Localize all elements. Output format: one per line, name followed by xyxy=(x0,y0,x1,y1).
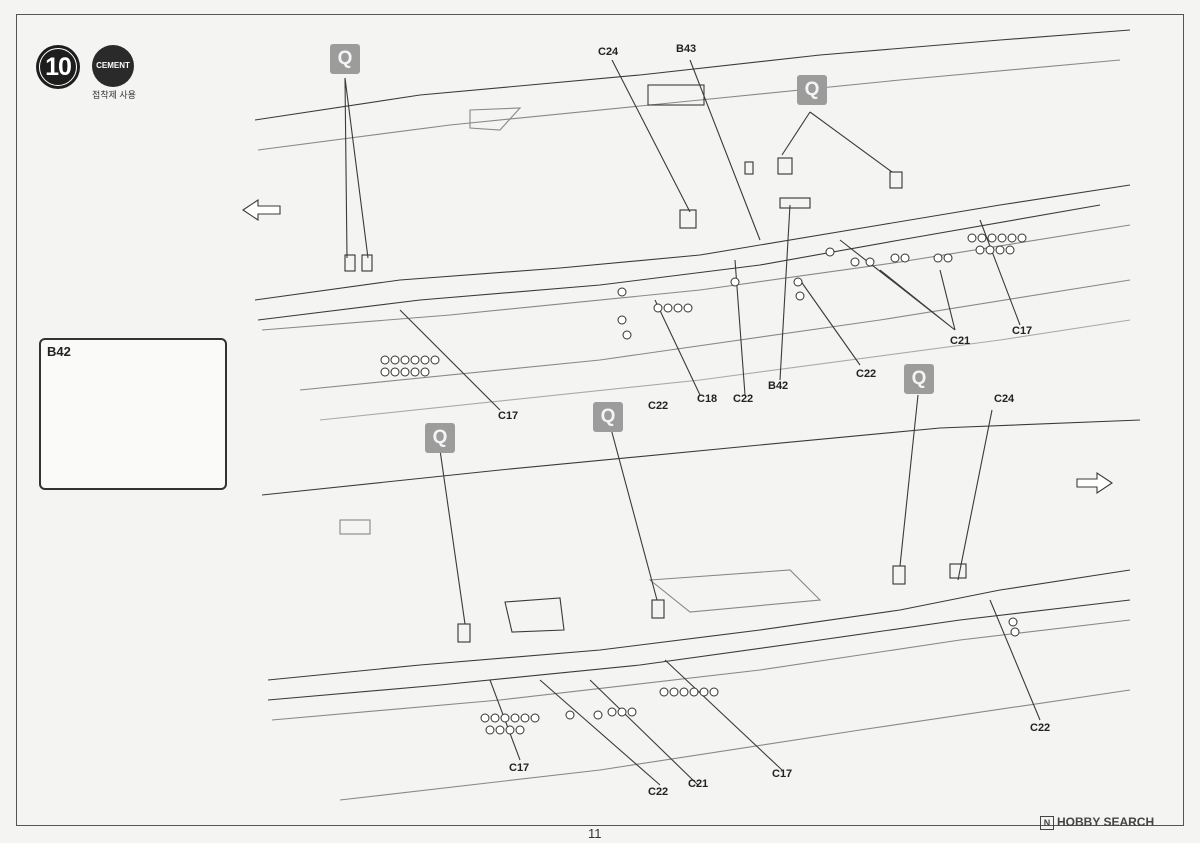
lower-hull-line xyxy=(271,619,1131,721)
part-label: B43 xyxy=(676,43,697,55)
lower-strut-row xyxy=(457,563,967,643)
page-frame xyxy=(16,14,1184,826)
leader-c24 xyxy=(611,59,691,213)
lower-gallery-rail xyxy=(267,599,1131,701)
upper-gallery-edge xyxy=(254,184,1131,301)
q-badge: Q xyxy=(425,423,455,453)
watermark-mark: N xyxy=(1040,816,1054,830)
step-number-badge: 10 xyxy=(36,45,80,89)
upper-hull-lower xyxy=(299,279,1131,391)
watermark-text: HOBBY SEARCH xyxy=(1057,815,1155,829)
arrow-left-icon xyxy=(242,198,281,222)
part-cluster-c21 xyxy=(825,247,953,267)
leader-q-1 xyxy=(344,77,369,259)
part-label: C21 xyxy=(950,335,971,347)
leader-c22-right xyxy=(989,599,1041,721)
leader-c22-bottom xyxy=(539,679,661,786)
deck-block xyxy=(339,519,371,535)
part-cluster-c22 xyxy=(617,277,805,340)
part-label: C17 xyxy=(498,410,519,422)
part-label: B42 xyxy=(768,380,789,392)
part-label: C24 xyxy=(994,393,1015,405)
arrow-right-icon xyxy=(1076,471,1113,495)
leader-q-3 xyxy=(609,424,658,601)
leader-c17-right xyxy=(979,219,1021,326)
leader-q-2 xyxy=(781,111,893,173)
upper-deck-line xyxy=(257,59,1121,151)
deck-frame-lower xyxy=(504,597,565,633)
cement-note: 접착제 사용 xyxy=(92,90,136,100)
leader-q-4 xyxy=(439,449,466,625)
part-label: C22 xyxy=(856,368,877,380)
part-label: C21 xyxy=(688,778,709,790)
part-label: C17 xyxy=(1012,325,1033,337)
q-badge: Q xyxy=(797,75,827,105)
deck-panel xyxy=(469,107,522,131)
part-cluster-c17-upper xyxy=(380,355,440,377)
leader-c21-bottom xyxy=(589,679,699,786)
leader-c24-right xyxy=(957,409,993,581)
part-cluster-c18 xyxy=(653,303,693,313)
leader-b42 xyxy=(779,204,791,381)
leader-c17-mid xyxy=(664,659,783,771)
leader-b43 xyxy=(689,59,761,241)
lower-hull-bottom xyxy=(339,689,1131,801)
part-label: C22 xyxy=(648,786,669,798)
upper-gallery-rail xyxy=(257,204,1101,321)
q-badge: Q xyxy=(904,364,934,394)
lower-deck-edge xyxy=(261,419,1141,496)
page-number: 11 xyxy=(588,826,602,841)
deck-hatch-lower xyxy=(648,569,822,613)
inset-title: B42 xyxy=(47,344,71,359)
part-label: C17 xyxy=(509,762,530,774)
part-label: C22 xyxy=(648,400,669,412)
lower-gallery-edge xyxy=(267,569,1131,681)
leader-q-5 xyxy=(899,394,919,567)
part-label: C22 xyxy=(733,393,754,405)
part-cluster-c17-right xyxy=(967,233,1027,255)
leader-c21 xyxy=(839,239,956,331)
upper-strut-row xyxy=(344,157,903,272)
leader-c17 xyxy=(399,309,501,411)
part-label: C24 xyxy=(598,46,619,58)
upper-hull-bottom xyxy=(319,319,1131,421)
cement-icon: CEMENT xyxy=(92,45,134,87)
leader-c22-c xyxy=(799,279,861,366)
q-badge: Q xyxy=(593,402,623,432)
part-label: C22 xyxy=(1030,722,1051,734)
part-label: C17 xyxy=(772,768,793,780)
q-badge: Q xyxy=(330,44,360,74)
b42-detail-inset: B42 xyxy=(39,338,227,490)
part-cluster-lower xyxy=(480,617,1020,735)
upper-deck-edge xyxy=(254,29,1131,121)
leader-c18 xyxy=(654,299,701,396)
part-label: C18 xyxy=(697,393,718,405)
